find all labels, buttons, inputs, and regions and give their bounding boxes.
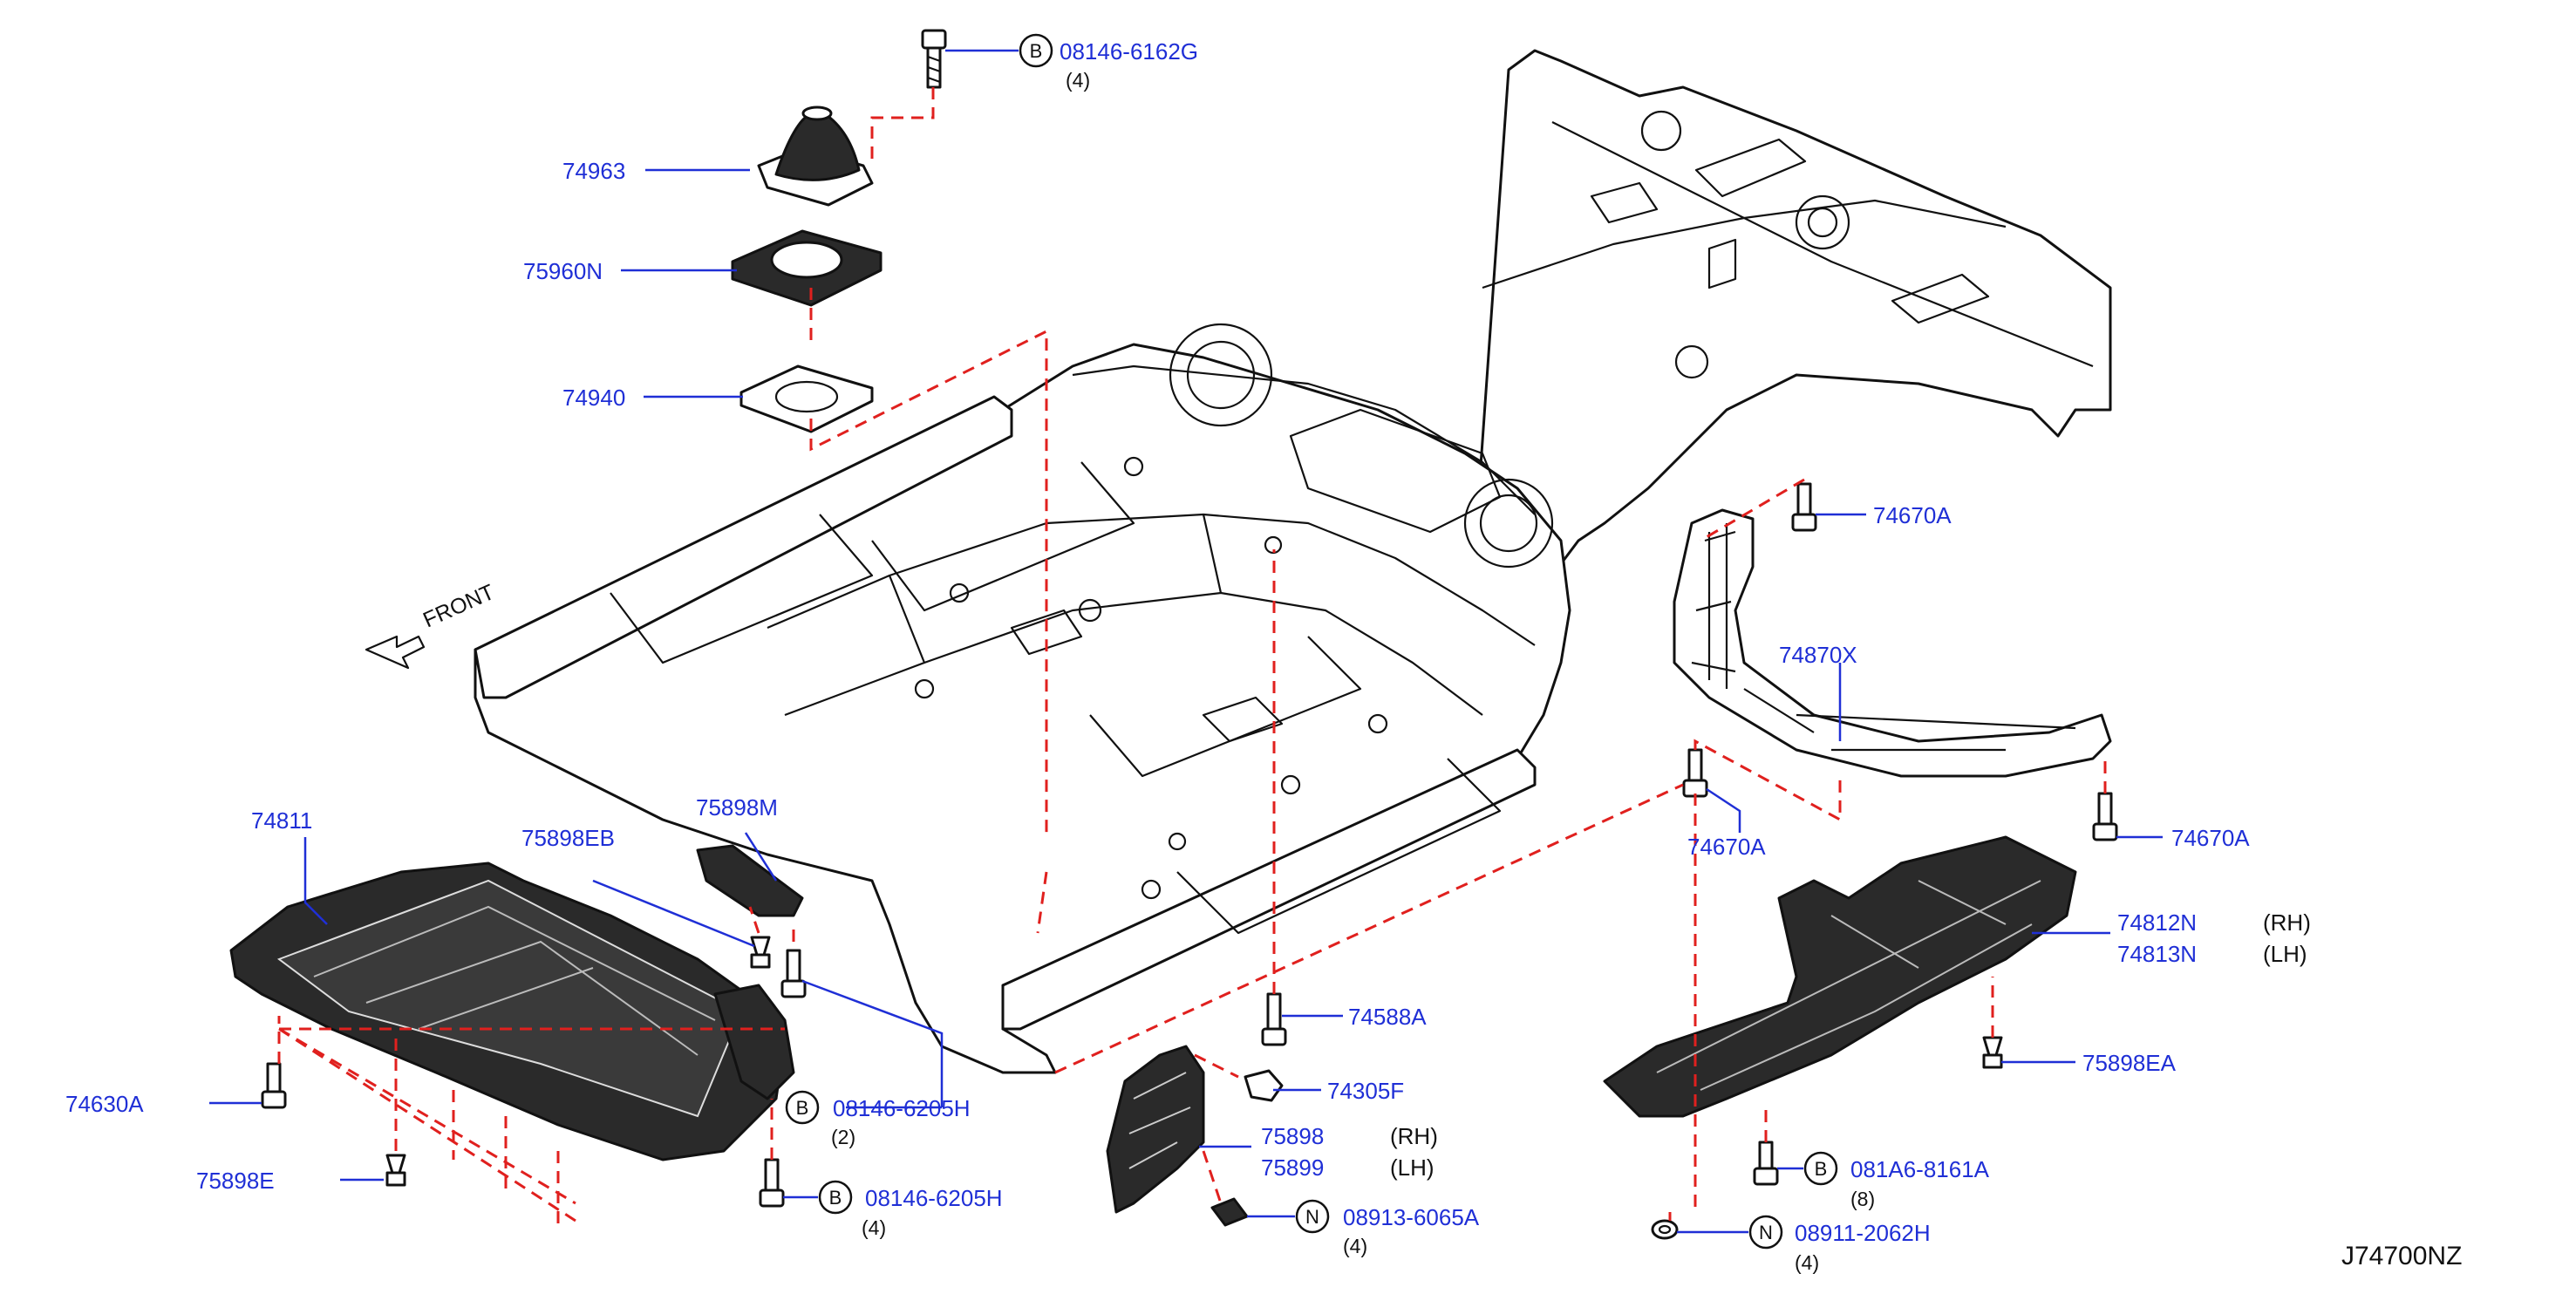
callout-letter: B bbox=[829, 1187, 842, 1209]
diagram-code: J74700NZ bbox=[2341, 1242, 2462, 1270]
callout-08911-2062H: N 08911-2062H (4) bbox=[1748, 1215, 1931, 1274]
boot-retainer-75960N bbox=[731, 229, 883, 307]
shift-boot-74963 bbox=[757, 106, 874, 207]
callout-letter: N bbox=[1305, 1206, 1319, 1228]
callout-08146-6162G: B 08146-6162G (4) bbox=[1019, 33, 1198, 92]
callout-part: 08911-2062H bbox=[1795, 1220, 1931, 1246]
label-74670A-mid: 74670A bbox=[1687, 834, 1766, 860]
bolt-081A6-8161A bbox=[1753, 1141, 1779, 1186]
bolt-08146-6162G bbox=[921, 29, 947, 89]
label-74940: 74940 bbox=[562, 385, 625, 411]
label-74812N: 74812N bbox=[2117, 909, 2197, 936]
bolt-08146-6205H-b bbox=[759, 1158, 785, 1208]
bracket-75898M bbox=[696, 844, 804, 917]
bolt-74630A bbox=[261, 1062, 287, 1109]
splash-shield-75898 bbox=[1106, 1045, 1205, 1214]
callout-part: 08146-6205H bbox=[833, 1095, 971, 1121]
callout-part: 08913-6065A bbox=[1343, 1204, 1480, 1230]
label-74630A: 74630A bbox=[65, 1091, 144, 1117]
label-75898: 75898 bbox=[1261, 1123, 1324, 1149]
bolt-74670A-mid bbox=[1682, 748, 1708, 798]
callout-qty: (4) bbox=[1795, 1251, 1819, 1274]
callout-circle bbox=[1295, 1199, 1330, 1234]
under-cover-74811 bbox=[229, 862, 795, 1161]
label-74963: 74963 bbox=[562, 158, 625, 184]
callout-qty: (2) bbox=[831, 1126, 855, 1148]
callout-letter: B bbox=[796, 1097, 809, 1119]
callout-letter: N bbox=[1759, 1222, 1773, 1243]
bolt-74670A-right bbox=[2092, 792, 2118, 841]
callout-qty: (4) bbox=[1343, 1235, 1367, 1257]
callout-circle bbox=[818, 1180, 853, 1215]
callout-circle bbox=[1803, 1151, 1838, 1186]
label-75898EB: 75898EB bbox=[521, 825, 615, 851]
dashed-guides bbox=[277, 87, 2107, 1229]
clip-75898EA bbox=[1982, 1036, 2003, 1069]
seal-plate-74940 bbox=[739, 364, 874, 433]
callout-circle bbox=[1019, 33, 1053, 68]
side-lh-74813N: (LH) bbox=[2263, 941, 2307, 967]
label-74305F: 74305F bbox=[1327, 1078, 1404, 1104]
label-75898EA: 75898EA bbox=[2082, 1050, 2177, 1076]
front-label: FRONT bbox=[419, 580, 498, 633]
callout-letter: B bbox=[1030, 40, 1043, 62]
callout-letter: B bbox=[1815, 1158, 1828, 1180]
label-74670A-top: 74670A bbox=[1873, 502, 1952, 528]
nut-08911-2062H bbox=[1651, 1219, 1679, 1240]
label-75960N: 75960N bbox=[523, 258, 603, 284]
label-75899: 75899 bbox=[1261, 1154, 1324, 1181]
clip-74305F bbox=[1244, 1069, 1284, 1102]
rail-74870X bbox=[1673, 508, 2112, 778]
callout-08146-6205H-a: B 08146-6205H (2) bbox=[785, 1090, 971, 1148]
side-rh-75898: (RH) bbox=[1390, 1123, 1438, 1149]
label-75898M: 75898M bbox=[696, 794, 778, 821]
nut-08913-6065A bbox=[1210, 1197, 1249, 1227]
callout-circle bbox=[785, 1090, 820, 1125]
callout-circle bbox=[1748, 1215, 1783, 1250]
side-rh-74812N: (RH) bbox=[2263, 909, 2311, 936]
callout-part: 08146-6205H bbox=[865, 1185, 1003, 1211]
under-cover-74812N bbox=[1603, 835, 2077, 1118]
callout-08913-6065A: N 08913-6065A (4) bbox=[1295, 1199, 1480, 1257]
bolt-74588A bbox=[1261, 992, 1287, 1046]
callout-qty: (4) bbox=[1066, 69, 1090, 92]
callout-qty: (8) bbox=[1850, 1188, 1875, 1210]
clip-75898E bbox=[385, 1154, 406, 1187]
callout-qty: (4) bbox=[862, 1216, 886, 1239]
label-75898E: 75898E bbox=[196, 1168, 275, 1194]
floor-panel bbox=[474, 49, 2112, 1074]
bolt-74670A-top bbox=[1791, 482, 1817, 532]
label-74870X: 74870X bbox=[1779, 642, 1857, 668]
label-74811: 74811 bbox=[251, 807, 312, 834]
callout-081A6-8161A: B 081A6-8161A (8) bbox=[1803, 1151, 1990, 1210]
label-74813N: 74813N bbox=[2117, 941, 2197, 967]
callout-part: 081A6-8161A bbox=[1850, 1156, 1990, 1182]
callout-08146-6205H-b: B 08146-6205H (4) bbox=[818, 1180, 1003, 1239]
side-lh-75899: (LH) bbox=[1390, 1154, 1435, 1181]
label-74670A-right: 74670A bbox=[2171, 825, 2250, 851]
label-74588A: 74588A bbox=[1348, 1004, 1427, 1030]
clip-75898EB bbox=[750, 936, 771, 969]
callout-part: 08146-6162G bbox=[1060, 38, 1198, 65]
leader-lines bbox=[209, 49, 2163, 1234]
bolt-08146-6205H-a bbox=[780, 949, 807, 998]
